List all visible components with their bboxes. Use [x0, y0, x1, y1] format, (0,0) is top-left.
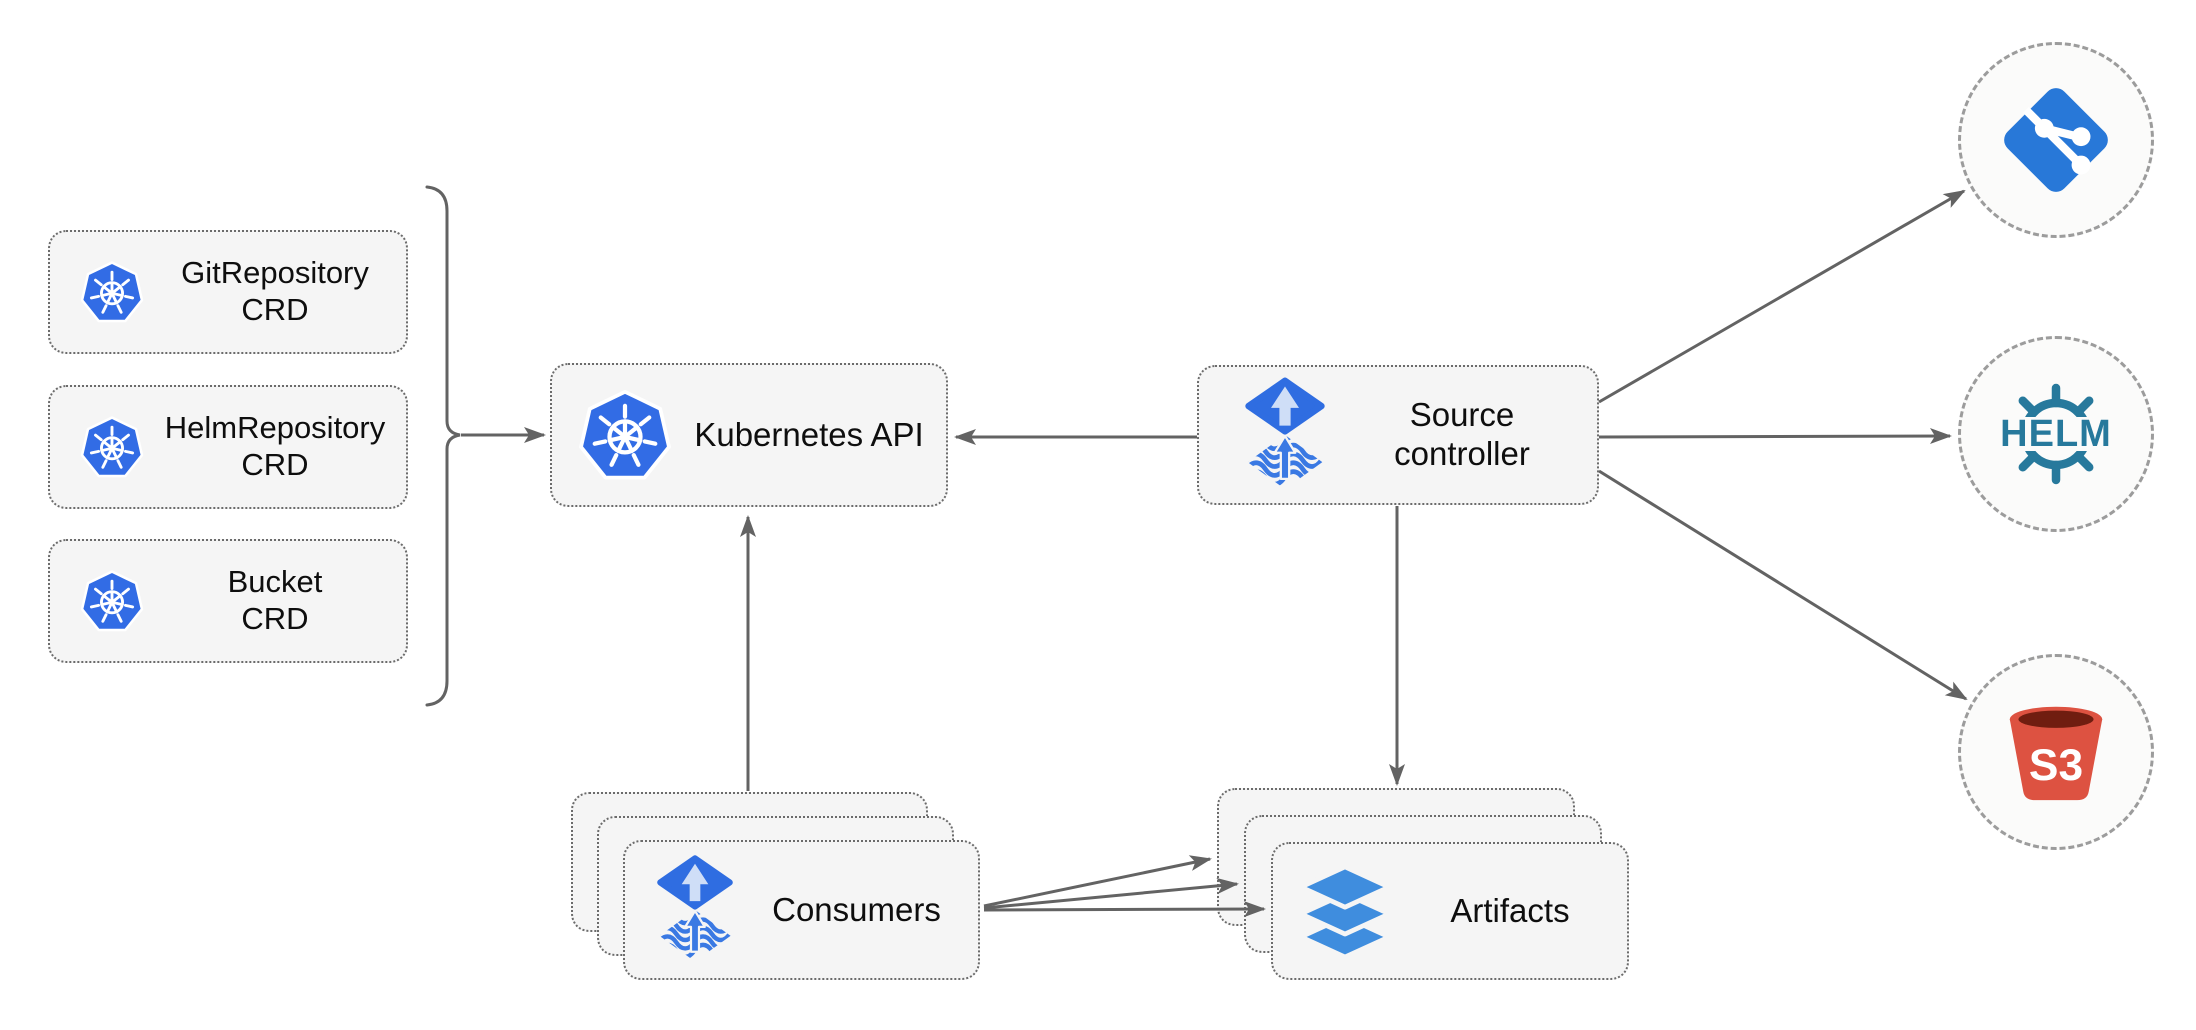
- source-controller-line1: Source: [1409, 396, 1515, 434]
- source-controller-box: Source controller: [1197, 365, 1599, 505]
- crd-group-brace: [425, 185, 461, 707]
- crd-box-label: Bucket CRD: [144, 564, 406, 637]
- git-icon: [1997, 81, 2115, 199]
- crd-box-label: GitRepository CRD: [144, 255, 406, 328]
- crd-box-helmrepository: HelmRepository CRD: [48, 385, 408, 509]
- arrow-source-to-s3: [1598, 469, 1968, 701]
- crd-label-line1: HelmRepository: [164, 410, 386, 446]
- crd-box-bucket: Bucket CRD: [48, 539, 408, 663]
- source-controller-line2: controller: [1394, 435, 1530, 472]
- kubernetes-api-box: Kubernetes API: [550, 363, 948, 507]
- crd-box-label: HelmRepository CRD: [144, 410, 406, 483]
- flux-icon: [655, 854, 735, 966]
- layers-icon: [1297, 864, 1393, 958]
- helm-endpoint-circle: [1958, 336, 2154, 532]
- kubernetes-icon: [80, 570, 144, 632]
- s3-icon: [2009, 706, 2103, 801]
- artifacts-label: Artifacts: [1450, 891, 1570, 929]
- crd-label-line2: CRD: [241, 447, 309, 482]
- flux-icon: [1243, 376, 1327, 494]
- consumers-box: Consumers: [623, 840, 980, 980]
- crd-label-line1: GitRepository: [181, 255, 369, 291]
- consumers-label: Consumers: [772, 890, 941, 928]
- s3-endpoint-circle: [1958, 654, 2154, 850]
- crd-box-gitrepository: GitRepository CRD: [48, 230, 408, 354]
- kubernetes-icon: [80, 416, 144, 478]
- crd-label-line1: Bucket: [227, 564, 323, 600]
- arrow-consumers-to-artifacts-middle: [983, 877, 1239, 910]
- kubernetes-api-label: Kubernetes API: [694, 415, 924, 453]
- artifacts-box: Artifacts: [1271, 842, 1629, 980]
- helm-icon: [1990, 368, 2122, 500]
- arrow-source-to-helm: [1598, 428, 1952, 445]
- arrow-source-to-git: [1598, 189, 1966, 404]
- arrow-consumers-to-artifacts-back: [983, 855, 1212, 908]
- kubernetes-icon: [578, 388, 672, 482]
- crd-label-line2: CRD: [241, 601, 309, 636]
- source-controller-label: Source controller: [1327, 396, 1597, 474]
- git-endpoint-circle: [1958, 42, 2154, 238]
- kubernetes-icon: [80, 261, 144, 323]
- crd-label-line2: CRD: [241, 292, 309, 327]
